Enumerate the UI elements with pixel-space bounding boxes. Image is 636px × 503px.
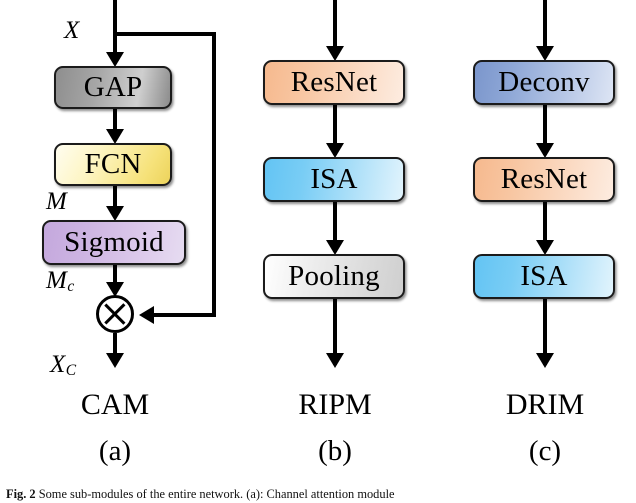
cam-signal-mc: Mc	[46, 267, 75, 296]
cam-edge-fcn-sigmoid	[113, 186, 117, 216]
cam-output-line	[113, 333, 117, 363]
ripm-node-pooling-label: Pooling	[288, 260, 380, 292]
cam-node-gap[interactable]: GAP	[54, 66, 172, 109]
cam-input-label: X	[64, 17, 80, 44]
drim-node-resnet[interactable]: ResNet	[473, 157, 615, 202]
drim-node-isa-label: ISA	[520, 260, 568, 292]
cam-edge-fcn-sigmoid-arrowhead	[106, 206, 124, 221]
cam-edge-sigmoid-mult	[113, 265, 117, 293]
panel-letter-c: (c)	[528, 435, 562, 467]
figure-caption: Fig. 2 Some sub-modules of the entire ne…	[6, 487, 636, 503]
drim-node-resnet-label: ResNet	[500, 163, 588, 195]
cam-skip-right-segment	[212, 32, 216, 317]
cam-edge-gap-fcn-arrowhead	[106, 129, 124, 144]
panel-letter-a: (a)	[98, 435, 132, 467]
drim-node-isa[interactable]: ISA	[473, 254, 615, 299]
cam-node-sigmoid[interactable]: Sigmoid	[42, 220, 186, 265]
drim-node-deconv-label: Deconv	[498, 66, 590, 98]
figure-caption-label: Fig. 2	[6, 487, 36, 501]
cam-input-arrowhead	[106, 52, 124, 67]
panel-letter-b: (b)	[318, 435, 352, 467]
panel-name-drim: DRIM	[505, 388, 585, 421]
cam-output-label: XC	[50, 351, 77, 380]
ripm-node-resnet-label: ResNet	[290, 66, 378, 98]
ripm-node-pooling[interactable]: Pooling	[263, 254, 405, 299]
drim-input-line	[543, 0, 547, 58]
drim-output-line	[543, 299, 547, 365]
ripm-output-line	[333, 299, 337, 365]
cam-input-line-lower	[113, 34, 117, 58]
ripm-edge-isa-pooling-arrowhead	[326, 240, 344, 255]
ripm-output-arrowhead	[326, 353, 344, 368]
panel-name-cam: CAM	[80, 388, 150, 421]
ripm-input-arrowhead	[326, 46, 344, 61]
ripm-input-line	[333, 0, 337, 58]
cam-edge-sigmoid-mult-arrowhead	[106, 282, 124, 297]
figure-caption-text: Some sub-modules of the entire network. …	[38, 487, 395, 501]
drim-edge-resnet-isa-arrowhead	[536, 240, 554, 255]
ripm-node-isa-label: ISA	[310, 163, 358, 195]
ripm-edge-resnet-isa	[333, 105, 337, 155]
drim-output-arrowhead	[536, 353, 554, 368]
cam-node-sigmoid-label: Sigmoid	[64, 226, 164, 258]
cam-edge-gap-fcn	[113, 109, 117, 139]
cam-multiply-operator-icon	[96, 295, 134, 333]
cam-output-arrowhead	[106, 353, 124, 368]
drim-edge-deconv-resnet	[543, 105, 547, 155]
cam-node-fcn-label: FCN	[84, 148, 142, 180]
drim-node-deconv[interactable]: Deconv	[473, 60, 615, 105]
drim-input-arrowhead	[536, 46, 554, 61]
cam-skip-arrowhead	[139, 306, 154, 324]
panel-name-ripm: RIPM	[298, 388, 372, 421]
cam-skip-top-segment	[113, 32, 216, 36]
cam-node-fcn[interactable]: FCN	[54, 143, 172, 186]
cam-input-line	[113, 0, 117, 36]
cam-node-gap-label: GAP	[83, 71, 143, 103]
ripm-node-isa[interactable]: ISA	[263, 157, 405, 202]
drim-edge-deconv-resnet-arrowhead	[536, 143, 554, 158]
drim-edge-resnet-isa	[543, 202, 547, 252]
cam-signal-m: M	[46, 188, 67, 215]
ripm-edge-resnet-isa-arrowhead	[326, 143, 344, 158]
cam-skip-bottom-segment	[146, 313, 216, 317]
ripm-edge-isa-pooling	[333, 202, 337, 252]
ripm-node-resnet[interactable]: ResNet	[263, 60, 405, 105]
